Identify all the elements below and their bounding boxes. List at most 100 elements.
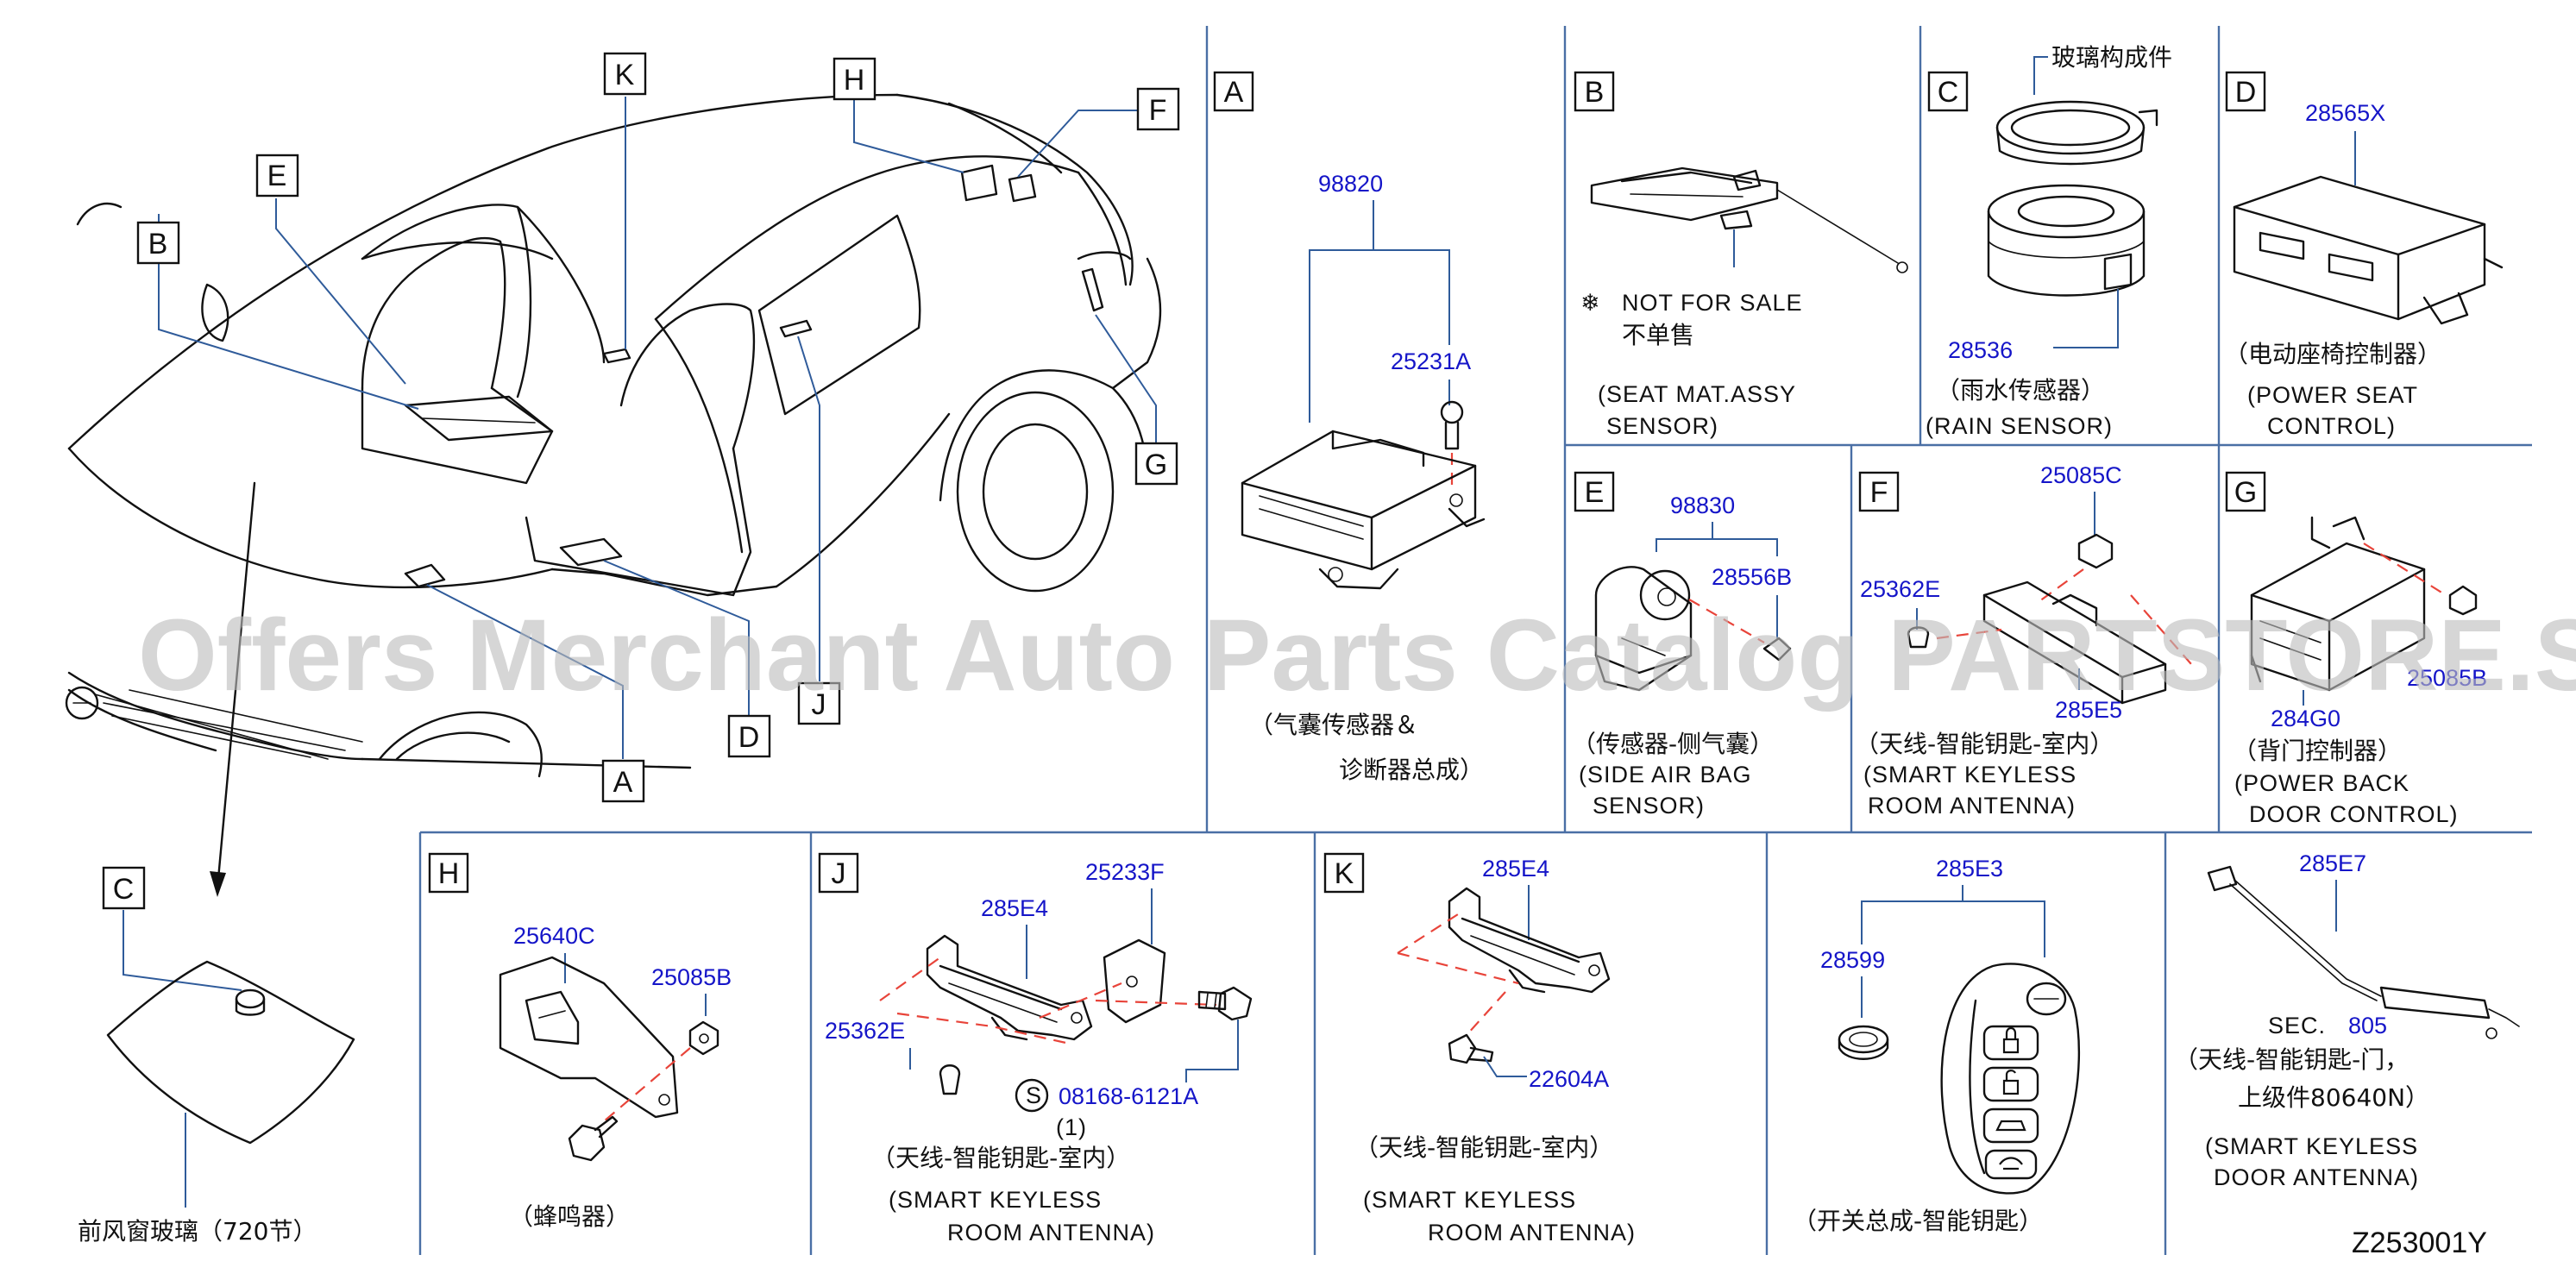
part-25233f: 25233F [1085,859,1165,885]
watermark: Offers Merchant Auto Parts Catalog PARTS… [138,599,2576,712]
sec-805: 805 [2348,1013,2387,1038]
part-285e7: 285E7 [2299,850,2366,876]
part-98820: 98820 [1318,171,1383,197]
callout-h: H [844,64,865,97]
panel-grid [418,26,2532,1255]
part-22604a: 22604A [1529,1066,1609,1092]
panel-k-name-en-2: ROOM ANTENNA) [1428,1220,1636,1245]
part-285e4-j: 285E4 [981,895,1048,921]
part-28536: 28536 [1948,337,2013,363]
panel-c-name-cn: （雨水传感器） [1936,376,2105,405]
panel-b: B ❄ NOT FOR SALE 不单售 (SEAT MAT.ASSY SENS… [1574,71,1908,439]
panel-f-letter: F [1870,476,1888,509]
panel-k-letter: K [1335,857,1354,890]
panel-key-name-cn: （开关总成-智能钥匙） [1793,1207,2043,1235]
panel-door-antenna-en-1: (SMART KEYLESS [2205,1133,2418,1159]
panel-b-name-en-1: (SEAT MAT.ASSY [1598,381,1796,407]
diagram-id: Z253001Y [2352,1227,2487,1259]
not-for-sale-icon: ❄ [1580,290,1601,316]
panel-key-fob: 285E3 28599 （开关总成-智能钥匙） [1793,856,2080,1235]
panel-c-letter: C [1938,76,1959,109]
panel-g: G 25085B 284G0 （背门控制器） (POWER BACK DOOR … [2225,471,2487,827]
callout-f: F [1149,94,1167,127]
panel-g-name-en-2: DOOR CONTROL) [2249,801,2459,827]
callout-g: G [1145,449,1167,481]
panel-d: D 28565X （电动座椅控制器） (POWER SEAT CONTROL) [2224,71,2504,439]
part-28599: 28599 [1820,947,1885,973]
panel-door-antenna-cn-2: 上级件80640N） [2238,1083,2429,1112]
panel-a-name-cn-1: （气囊传感器＆ [1249,711,1418,739]
part-284g0: 284G0 [2271,706,2340,731]
panel-a: A 98820 25231A （气囊传感器＆ 诊断器总成） [1213,71,1486,784]
not-for-sale-label: NOT FOR SALE [1622,290,1803,316]
panel-door-antenna-en-2: DOOR ANTENNA) [2214,1164,2419,1190]
panel-e-name-en-2: SENSOR) [1593,793,1705,819]
vehicle-overview [65,93,1162,897]
panel-k-name-cn: （天线-智能钥匙-室内） [1354,1133,1613,1162]
windshield-detail: C 前风窗玻璃（720节） [78,866,355,1245]
panel-e-letter: E [1585,476,1605,509]
panel-door-antenna: 285E7 SEC. 805 （天线-智能钥匙-门， 上级件80640N） (S… [2174,850,2520,1190]
callout-b: B [148,228,168,260]
callout-d: D [738,721,760,754]
panel-e-name-en-1: (SIDE AIR BAG [1579,762,1752,787]
glass-component-label: 玻璃构成件 [2051,43,2172,72]
panel-c: C 玻璃构成件 28536 （雨水传感器） (RAIN SENSOR) [1926,43,2172,439]
part-98830: 98830 [1670,493,1735,518]
panel-f-name-en-2: ROOM ANTENNA) [1868,793,2076,819]
panel-f-name-cn: （天线-智能钥匙-室内） [1855,730,2114,758]
not-for-sale-cn: 不单售 [1622,321,1694,349]
windshield-label: 前风窗玻璃（720节） [78,1217,317,1245]
panel-d-name-en-2: CONTROL) [2267,413,2396,439]
part-25085b-h: 25085B [651,964,732,990]
panel-j-letter: J [832,857,846,890]
qty-label: (1) [1056,1114,1087,1140]
part-285e3: 285E3 [1936,856,2003,882]
callout-j: J [812,688,826,721]
panel-e-name-cn: （传感器-侧气囊） [1572,730,1774,758]
part-25231a: 25231A [1391,348,1471,374]
part-25362e: 25362E [1860,576,1940,602]
panel-a-letter: A [1224,76,1244,109]
callout-a: A [613,766,633,799]
callout-c-windshield: C [113,873,135,906]
part-25085b-g: 25085B [2407,665,2487,691]
panel-c-name-en: (RAIN SENSOR) [1926,413,2113,439]
panel-h: H 25640C 25085B （蜂鸣器） [428,852,732,1231]
part-25362e-j: 25362E [825,1018,905,1044]
part-08168-6121a: 08168-6121A [1059,1083,1198,1109]
s-symbol: S [1026,1082,1042,1108]
part-285e5: 285E5 [2055,697,2122,723]
panel-j-name-en-2: ROOM ANTENNA) [947,1220,1155,1245]
panel-h-letter: H [438,857,460,890]
panel-j-name-cn: （天线-智能钥匙-室内） [871,1144,1130,1172]
panel-b-name-en-2: SENSOR) [1606,413,1718,439]
panel-b-letter: B [1585,76,1605,109]
part-285e4-k: 285E4 [1482,856,1549,882]
part-28565x: 28565X [2305,100,2385,126]
panel-d-name-cn: （电动座椅控制器） [2224,340,2441,368]
panel-j-name-en-1: (SMART KEYLESS [889,1187,1102,1213]
callout-k: K [615,59,635,91]
panel-f-name-en-1: (SMART KEYLESS [1863,762,2077,787]
panel-a-name-cn-2: 诊断器总成） [1339,756,1484,784]
part-25640c: 25640C [513,923,595,949]
panel-g-letter: G [2234,476,2257,509]
callout-e: E [267,160,287,192]
panel-j: J 285E4 25233F 25362E S 08168-6121A (1) … [818,852,1253,1245]
panel-d-letter: D [2235,76,2257,109]
panel-g-name-cn: （背门控制器） [2233,737,2402,765]
panel-d-name-en-1: (POWER SEAT [2247,382,2418,408]
part-25085c: 25085C [2040,462,2122,488]
sec-prefix: SEC. [2268,1013,2326,1038]
panel-h-name-cn: （蜂鸣器） [509,1202,630,1231]
panel-g-name-en-1: (POWER BACK [2234,770,2410,796]
part-28556b: 28556B [1712,564,1792,590]
panel-door-antenna-cn-1: （天线-智能钥匙-门， [2174,1045,2409,1074]
panel-e: E 98830 28556B （传感器-侧气囊） (SIDE AIR BAG S… [1572,471,1792,819]
overview-callouts: B E K H F G J D A [136,52,1180,803]
panel-k: K 285E4 22604A （天线-智能钥匙-室内） (SMART KEYLE… [1323,852,1636,1245]
panel-k-name-en-1: (SMART KEYLESS [1363,1187,1576,1213]
panel-f: F 25085C 25362E 285E5 （天线-智能钥匙-室内） (SMAR… [1855,462,2192,819]
